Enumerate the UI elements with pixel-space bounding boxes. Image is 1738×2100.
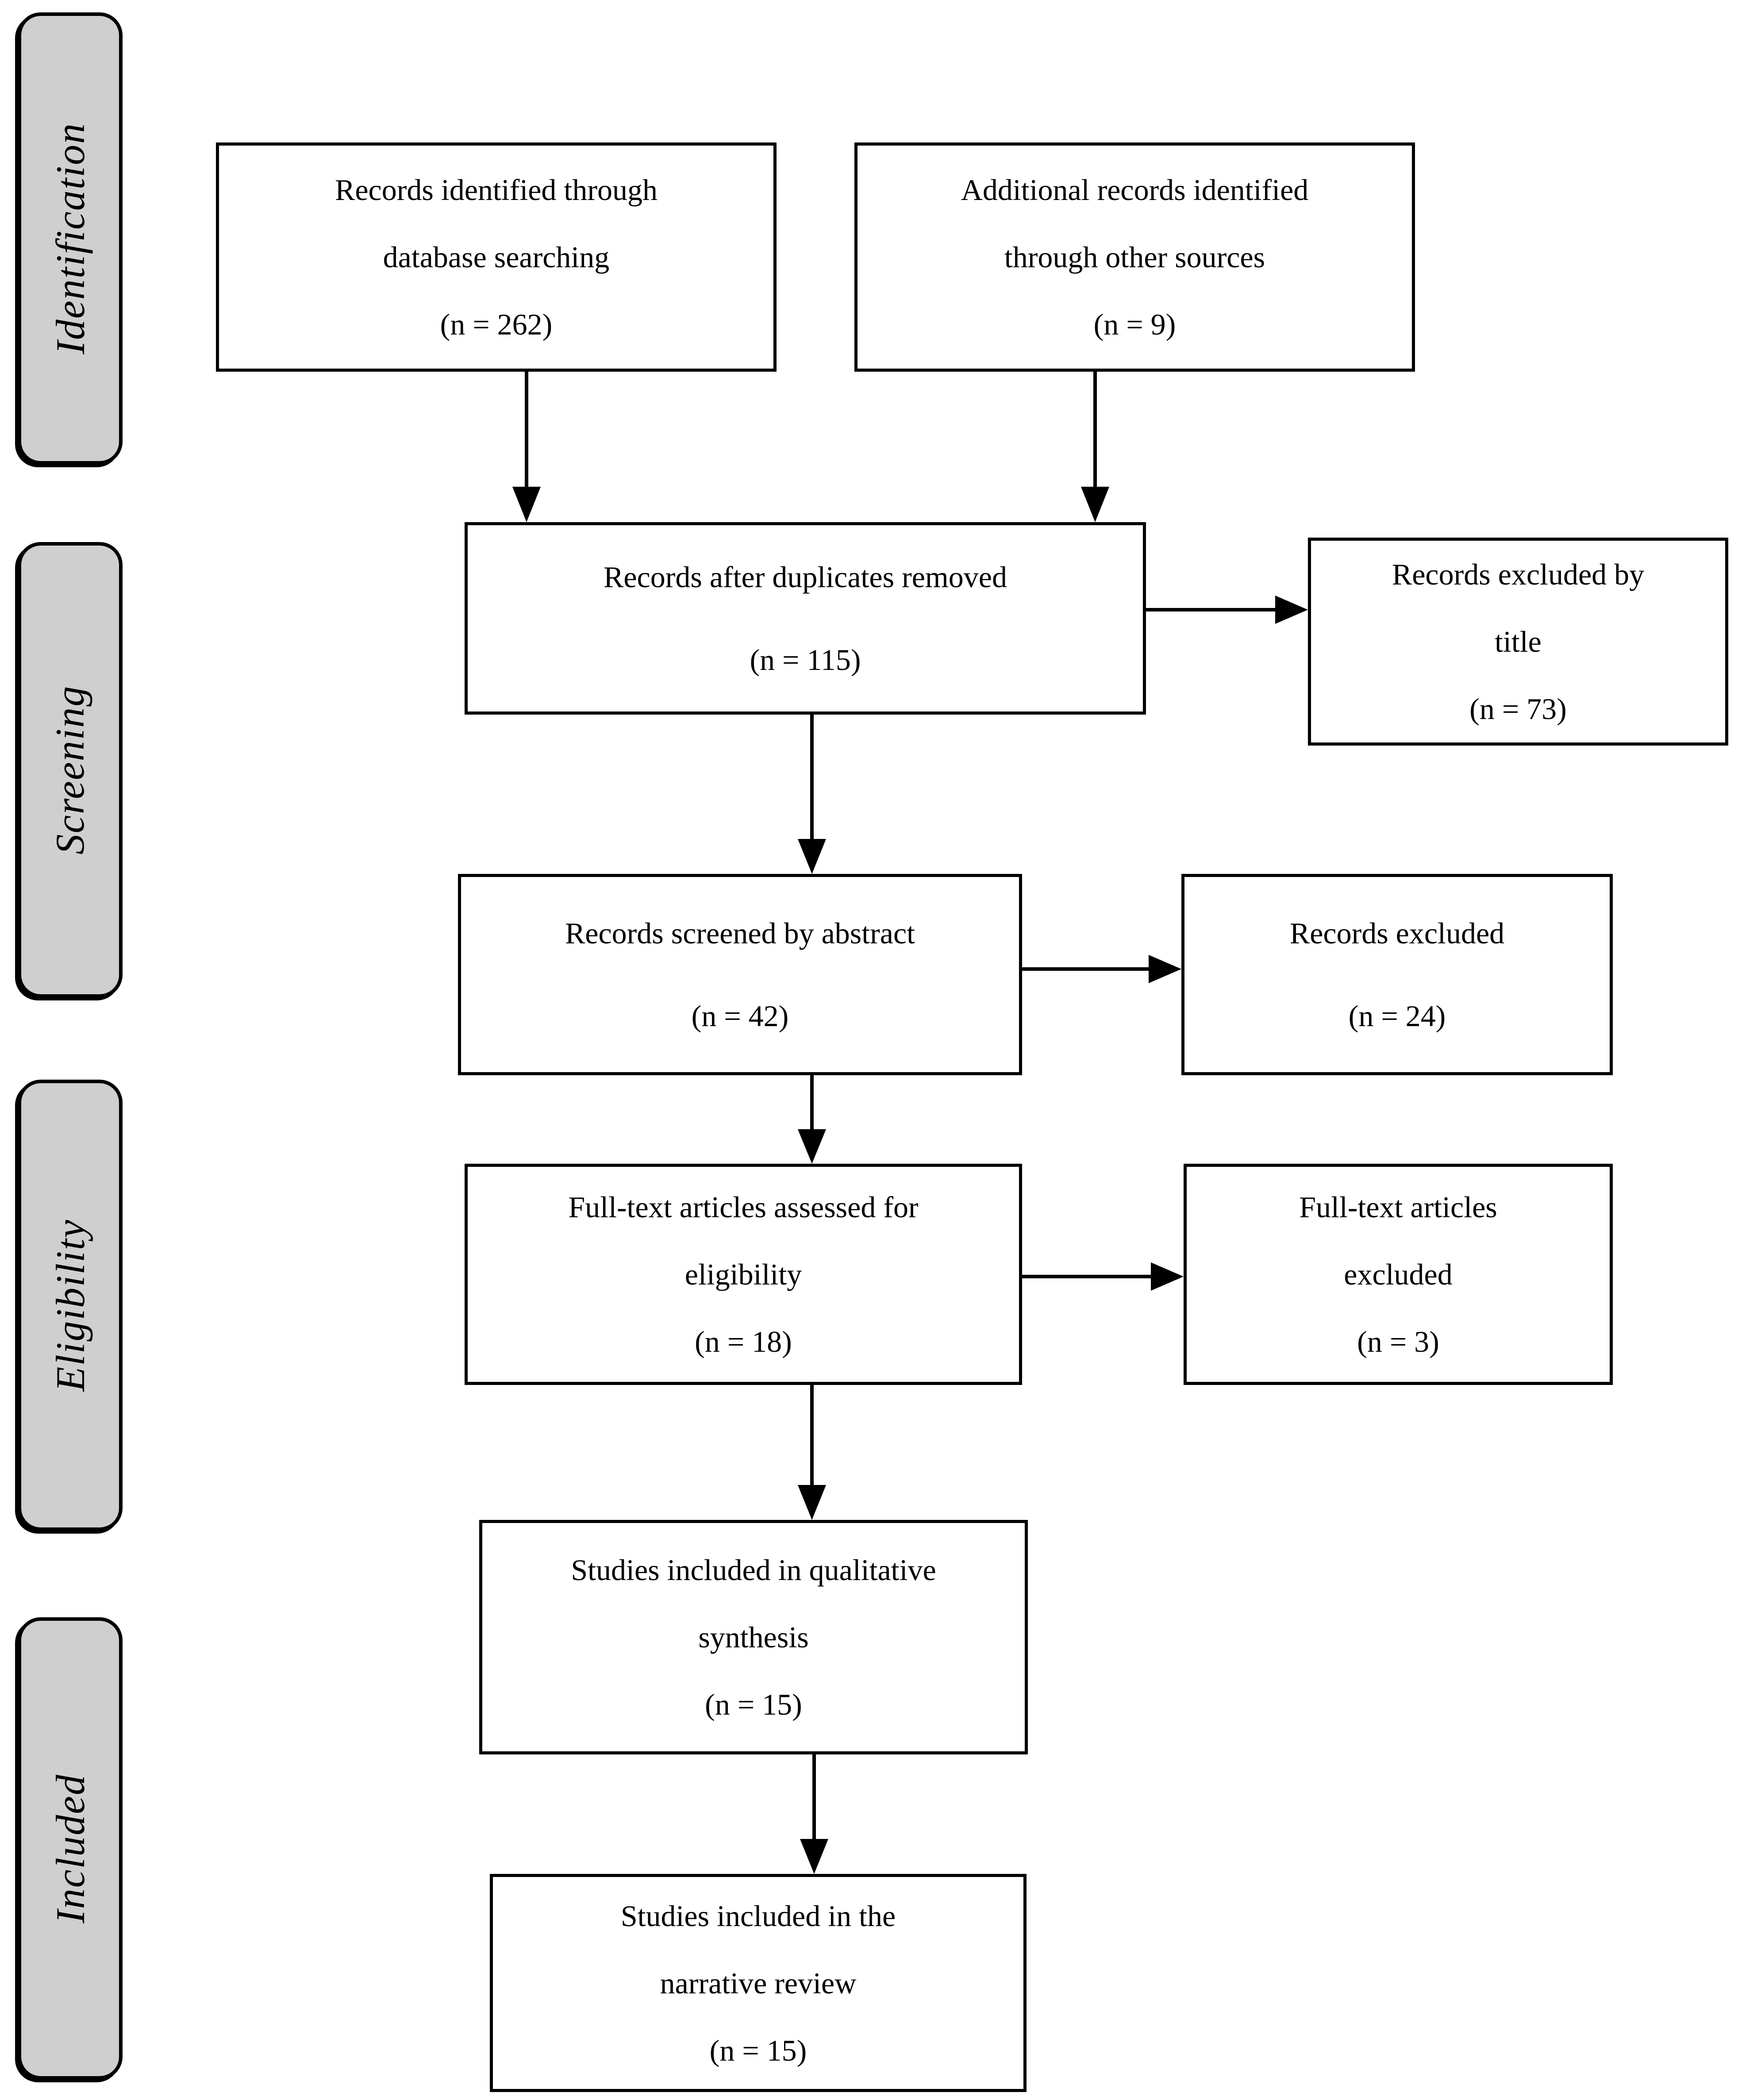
box-qualitative-synthesis: Studies included in qualitative synthesi… <box>479 1520 1028 1754</box>
arrow-screened-to-fulltext <box>798 1074 826 1164</box>
stage-included-label: Included <box>47 1773 93 1923</box>
arrow-qualitative-to-narrative <box>800 1753 828 1874</box>
stage-included: Included <box>18 1617 123 2080</box>
box-text-line: Records after duplicates removed <box>604 560 1007 594</box>
box-text-line: Studies included in qualitative <box>571 1553 936 1587</box>
stage-eligibility: Eligibility <box>18 1080 123 1531</box>
stage-eligibility-label: Eligibility <box>47 1219 93 1392</box>
box-text-line: Records excluded by <box>1392 558 1645 591</box>
box-count-line: (n = 42) <box>691 999 789 1033</box>
box-text-line: Records screened by abstract <box>565 916 915 950</box>
box-text-line: Records identified through <box>335 173 658 207</box>
box-count-line: (n = 15) <box>705 1688 802 1721</box>
box-count-line: (n = 3) <box>1357 1325 1439 1358</box>
box-text-line: title <box>1495 625 1542 658</box>
stage-identification: Identification <box>18 12 123 465</box>
box-count-line: (n = 24) <box>1348 999 1446 1033</box>
box-duplicates-removed: Records after duplicates removed (n = 11… <box>465 522 1146 715</box>
box-count-line: (n = 115) <box>750 643 861 677</box>
box-text-line: database searching <box>383 240 610 274</box>
box-records-excluded: Records excluded (n = 24) <box>1181 874 1613 1075</box>
box-text-line: narrative review <box>660 1966 857 2000</box>
box-text-line: through other sources <box>1004 240 1265 274</box>
arrow-additional-to-dedup <box>1081 371 1109 522</box>
arrow-fulltext-to-qualitative <box>798 1384 826 1520</box>
box-text-line: synthesis <box>698 1620 809 1654</box>
box-fulltext-assessed: Full-text articles assessed for eligibil… <box>465 1164 1022 1385</box>
box-additional-records: Additional records identified through ot… <box>854 142 1415 372</box>
box-count-line: (n = 73) <box>1469 692 1567 726</box>
box-narrative-review: Studies included in the narrative review… <box>490 1874 1027 2092</box>
box-fulltext-excluded: Full-text articles excluded (n = 3) <box>1184 1164 1613 1385</box>
stage-screening-label: Screening <box>47 685 93 855</box>
box-count-line: (n = 262) <box>440 308 553 341</box>
arrow-screened-to-excluded <box>1021 955 1181 983</box>
box-excluded-by-title: Records excluded by title (n = 73) <box>1308 538 1728 746</box>
arrow-dedup-to-screened <box>798 713 826 874</box>
box-text-line: excluded <box>1344 1258 1453 1291</box>
box-text-line: Studies included in the <box>620 1899 896 1933</box>
arrow-identified-to-dedup <box>512 371 541 522</box>
box-screened-by-abstract: Records screened by abstract (n = 42) <box>458 874 1022 1075</box>
stage-identification-label: Identification <box>47 123 93 354</box>
stage-screening: Screening <box>18 542 123 998</box>
box-text-line: Records excluded <box>1289 916 1505 950</box>
arrow-fulltext-to-excluded <box>1021 1262 1184 1291</box>
box-records-identified: Records identified through database sear… <box>216 142 777 372</box>
box-text-line: Full-text articles <box>1299 1190 1497 1224</box>
box-count-line: (n = 9) <box>1093 308 1176 341</box>
box-text-line: eligibility <box>684 1258 802 1291</box>
box-count-line: (n = 18) <box>695 1325 792 1358</box>
box-count-line: (n = 15) <box>709 2033 807 2067</box>
box-text-line: Additional records identified <box>961 173 1309 207</box>
box-text-line: Full-text articles assessed for <box>568 1190 919 1224</box>
arrow-dedup-to-excluded-title <box>1145 596 1308 624</box>
